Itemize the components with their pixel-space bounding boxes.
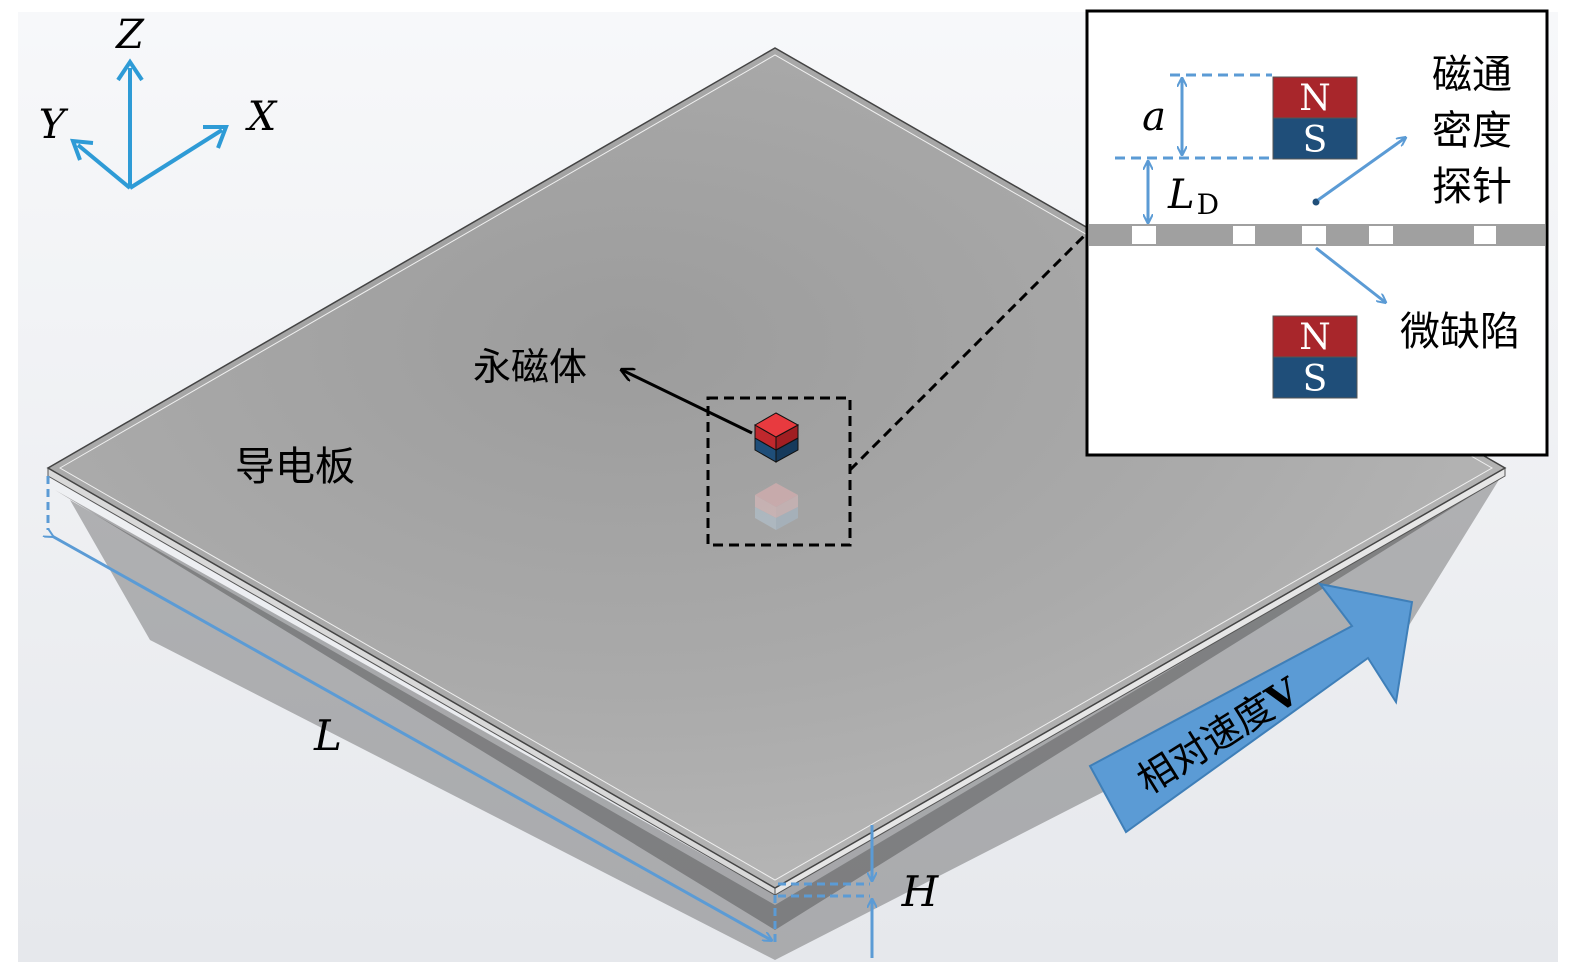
dimension-ld-label: LD: [1167, 172, 1219, 221]
inset-magnet-bottom: N S: [1272, 315, 1358, 400]
defect-gap: [1233, 226, 1255, 244]
magnet-cube: [753, 412, 800, 463]
coordinate-axes: Z Y X: [39, 12, 278, 190]
defect-label: 微缺陷: [1400, 309, 1520, 355]
probe-label-line-3: 探针: [1432, 164, 1512, 210]
defect-gap: [1132, 226, 1156, 244]
probe-arrow: [1317, 138, 1405, 202]
magnet-top-north: N: [1299, 78, 1331, 119]
magnet-pointer-arrow: [622, 370, 753, 435]
magnet-reflection: [755, 483, 798, 530]
probe-dot: [1312, 198, 1320, 206]
probe-label-line-1: 磁通: [1432, 52, 1512, 98]
axis-x-label: X: [245, 94, 278, 140]
inset-panel: N S N S a LD 磁通 密度 探针: [1085, 9, 1549, 457]
magnet-top-south: S: [1303, 120, 1328, 161]
magnet-label: 永磁体: [473, 345, 587, 389]
plate-thickness-label: H: [901, 867, 940, 916]
defect-gap: [1302, 226, 1326, 244]
plate-thickness-dimension: [778, 825, 872, 958]
plate-label: 导电板: [235, 444, 355, 490]
focus-box: [706, 396, 852, 547]
plate-length-dimension: [48, 476, 777, 945]
defect-arrow: [1315, 246, 1385, 302]
dimension-ld-sub: D: [1197, 188, 1219, 221]
dimension-a-label: a: [1142, 94, 1166, 140]
plate-length-label: L: [313, 711, 342, 760]
axis-y-label: Y: [39, 102, 69, 148]
dimension-ld-main: L: [1167, 172, 1195, 218]
probe-label-line-2: 密度: [1432, 108, 1512, 154]
inset-magnet-top: N S: [1272, 76, 1358, 161]
magnet-bottom-south: S: [1303, 359, 1328, 400]
defect-gap: [1474, 226, 1496, 244]
zoom-leader-line: [848, 230, 1090, 472]
axis-z-label: Z: [114, 12, 145, 58]
defect-gap: [1369, 226, 1393, 244]
magnet-bottom-north: N: [1299, 317, 1331, 358]
dimension-a: [1115, 73, 1272, 160]
